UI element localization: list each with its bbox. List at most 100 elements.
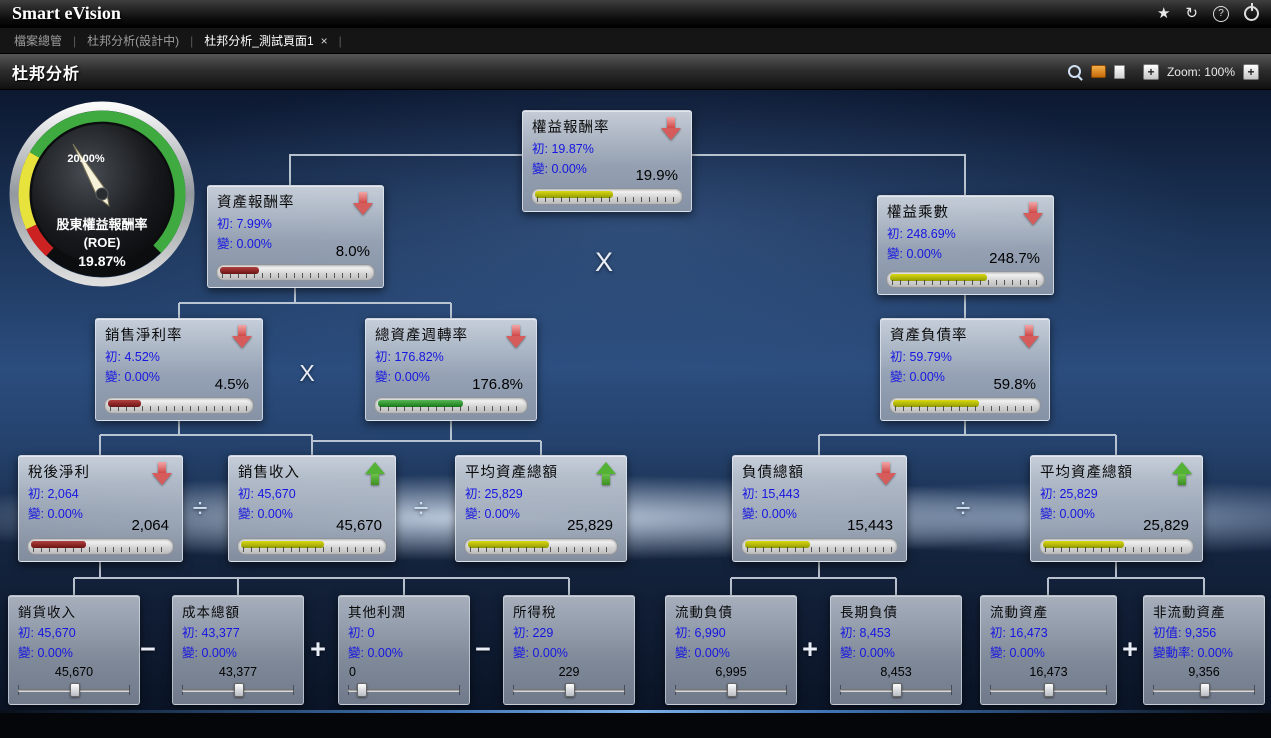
slider-thumb[interactable] <box>356 683 367 697</box>
init-value: 初: 16,473 <box>990 626 1048 640</box>
help-icon[interactable]: ? <box>1213 5 1229 22</box>
tab-separator: | <box>338 33 342 48</box>
value-slider[interactable] <box>675 681 787 698</box>
metric-card-roe[interactable]: 權益報酬率 初: 19.87% 變: 0.00% 19.9% <box>522 110 692 212</box>
init-value: 初: 229 <box>513 626 554 640</box>
power-icon[interactable] <box>1244 6 1259 21</box>
metric-card-total-liabilities[interactable]: 負債總額 初: 15,443 變: 0.00% 15,443 <box>732 455 907 562</box>
gauge-subtitle: (ROE) <box>84 235 121 250</box>
slider-thumb[interactable] <box>891 683 902 697</box>
gauge-tick-label: 20.00% <box>67 153 105 165</box>
app-logo: Smart eVision <box>12 3 121 23</box>
value-slider[interactable] <box>513 681 625 698</box>
tab-dupont-design[interactable]: 杜邦分析(設計中) <box>87 34 180 48</box>
init-value: 初值: 9,356 <box>1153 626 1217 640</box>
change-value: 變: 0.00% <box>513 646 568 660</box>
metric-card-roa[interactable]: 資產報酬率 初: 7.99% 變: 0.00% 8.0% <box>207 185 384 288</box>
current-value: 0 <box>349 665 356 679</box>
input-card-total-cost[interactable]: 成本總額 初: 43,377 變: 0.00% 43,377 <box>172 595 304 705</box>
current-value: 45,670 <box>54 665 94 679</box>
metric-card-equity-multiplier[interactable]: 權益乘數 初: 248.69% 變: 0.00% 248.7% <box>877 195 1054 295</box>
metric-card-avg-total-assets-left[interactable]: 平均資產總額 初: 25,829 變: 0.00% 25,829 <box>455 455 627 562</box>
input-card-non-current-assets[interactable]: 非流動資產 初值: 9,356 變動率: 0.00% 9,356 <box>1143 595 1265 705</box>
zoom-in-button[interactable]: + <box>1243 63 1259 80</box>
multiply-operator: X <box>299 360 315 386</box>
input-card-current-assets[interactable]: 流動資產 初: 16,473 變: 0.00% 16,473 <box>980 595 1117 705</box>
down-arrow-icon <box>660 116 682 141</box>
document-icon[interactable] <box>1113 64 1125 79</box>
value-bar <box>104 397 254 414</box>
change-value: 變: 0.00% <box>532 162 587 176</box>
metric-card-sales-revenue[interactable]: 銷售收入 初: 45,670 變: 0.00% 45,670 <box>228 455 396 562</box>
input-card-long-term-liabilities[interactable]: 長期負債 初: 8,453 變: 0.00% 8,453 <box>830 595 962 705</box>
metric-card-avg-total-assets-right[interactable]: 平均資產總額 初: 25,829 變: 0.00% 25,829 <box>1030 455 1203 562</box>
init-value: 初: 4.52% <box>105 350 160 364</box>
value-slider[interactable] <box>1153 681 1255 698</box>
slider-thumb[interactable] <box>233 683 244 697</box>
card-title: 成本總額 <box>182 605 240 620</box>
bar-ticks <box>1045 547 1188 552</box>
favorite-star-icon[interactable]: ★ <box>1156 5 1171 22</box>
bar-fill <box>241 541 324 548</box>
change-value: 變: 0.00% <box>375 370 430 384</box>
init-value: 初: 176.82% <box>375 350 444 364</box>
current-value: 25,829 <box>567 517 613 534</box>
value-slider[interactable] <box>990 681 1107 698</box>
down-arrow-icon <box>231 324 253 349</box>
card-title: 權益報酬率 <box>532 120 610 136</box>
slider-track[interactable] <box>348 689 460 692</box>
value-bar <box>889 397 1041 414</box>
input-card-current-liabilities[interactable]: 流動負債 初: 6,990 變: 0.00% 6,995 <box>665 595 797 705</box>
init-value: 初: 2,064 <box>28 487 79 501</box>
input-card-other-profit[interactable]: 其他利潤 初: 0 變: 0.00% 0 <box>338 595 470 705</box>
tab-dupont-test-page[interactable]: 杜邦分析_測試頁面1 × <box>204 32 327 49</box>
refresh-icon[interactable]: ↻ <box>1185 5 1198 22</box>
gauge-title: 股東權益報酬率 <box>56 217 147 232</box>
bar-fill <box>893 400 979 407</box>
init-value: 初: 43,377 <box>182 626 240 640</box>
input-card-income-tax[interactable]: 所得稅 初: 229 變: 0.00% 229 <box>503 595 635 705</box>
down-arrow-icon <box>1018 324 1040 349</box>
slider-thumb[interactable] <box>1199 683 1210 697</box>
bar-fill <box>31 541 87 548</box>
current-value: 8,453 <box>880 665 912 679</box>
bar-ticks <box>537 197 677 202</box>
metric-card-net-profit-margin[interactable]: 銷售淨利率 初: 4.52% 變: 0.00% 4.5% <box>95 318 263 421</box>
slider-thumb[interactable] <box>1043 683 1054 697</box>
plus-operator: + <box>1122 634 1138 664</box>
metric-card-asset-turnover[interactable]: 總資產週轉率 初: 176.82% 變: 0.00% 176.8% <box>365 318 537 421</box>
current-value: 229 <box>558 665 580 679</box>
slider-thumb[interactable] <box>69 683 80 697</box>
presentation-icon[interactable] <box>1090 65 1106 78</box>
current-value: 4.5% <box>214 376 249 393</box>
value-slider[interactable] <box>840 681 952 698</box>
slider-thumb[interactable] <box>564 683 575 697</box>
value-slider[interactable] <box>18 681 130 698</box>
metric-card-net-income[interactable]: 稅後淨利 初: 2,064 變: 0.00% 2,064 <box>18 455 183 562</box>
tab-file-explorer[interactable]: 檔案總管 <box>14 34 63 48</box>
metric-card-debt-ratio[interactable]: 資產負債率 初: 59.79% 變: 0.00% 59.8% <box>880 318 1050 421</box>
current-value: 15,443 <box>847 517 893 534</box>
value-slider[interactable] <box>348 681 460 698</box>
change-value: 變: 0.00% <box>675 646 730 660</box>
bar-fill <box>108 400 141 407</box>
tab-close-icon[interactable]: × <box>320 33 328 48</box>
card-title: 所得稅 <box>513 605 557 620</box>
change-value: 變: 0.00% <box>238 507 293 521</box>
card-title: 銷售淨利率 <box>105 328 183 344</box>
input-card-sales-income[interactable]: 銷貨收入 初: 45,670 變: 0.00% 45,670 <box>8 595 140 705</box>
zoom-search-icon[interactable] <box>1067 64 1083 80</box>
change-value: 變動率: 0.00% <box>1153 646 1233 660</box>
gauge-red-arc <box>26 224 54 257</box>
slider-thumb[interactable] <box>726 683 737 697</box>
bar-fill <box>1043 541 1125 548</box>
bar-fill <box>220 267 260 274</box>
zoom-out-button[interactable]: + <box>1142 63 1159 80</box>
init-value: 初: 6,990 <box>675 626 726 640</box>
tab-separator: | <box>73 33 77 48</box>
change-value: 變: 0.00% <box>28 507 83 521</box>
value-slider[interactable] <box>182 681 294 698</box>
card-title: 權益乘數 <box>887 205 949 221</box>
init-value: 初: 19.87% <box>532 142 594 156</box>
change-value: 變: 0.00% <box>18 646 73 660</box>
